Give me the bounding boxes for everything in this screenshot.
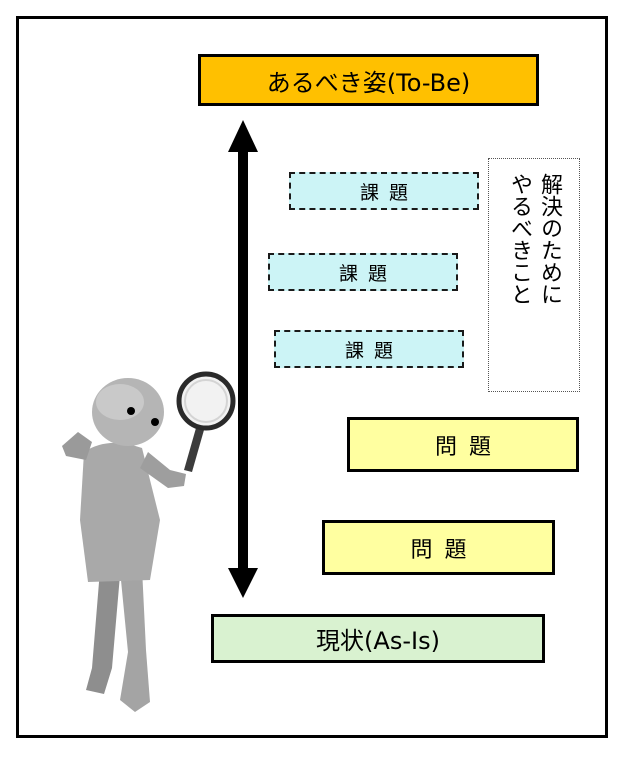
to-be-box: あるべき姿(To-Be) (198, 54, 539, 106)
to-do-note: 解決のために やるべきこと (488, 158, 580, 392)
issue-box: 課題 (268, 253, 458, 291)
as-is-label: 現状(As-Is) (316, 627, 440, 655)
issue-box: 課題 (289, 172, 479, 210)
problem-box: 問題 (347, 417, 579, 472)
to-do-note-text: 解決のために やるべきこと (507, 173, 562, 305)
problem-label: 問題 (434, 434, 503, 460)
issue-label: 課題 (344, 339, 403, 362)
problem-box: 問題 (322, 520, 555, 575)
to-be-label: あるべき姿(To-Be) (266, 68, 471, 97)
issue-box: 課題 (274, 330, 464, 368)
issue-label: 課題 (338, 262, 397, 285)
problem-label: 問題 (410, 537, 479, 563)
as-is-box: 現状(As-Is) (211, 614, 545, 663)
vertical-double-arrow (228, 120, 258, 598)
issue-label: 課題 (359, 181, 418, 204)
person-with-magnifier-illustration (62, 371, 236, 712)
